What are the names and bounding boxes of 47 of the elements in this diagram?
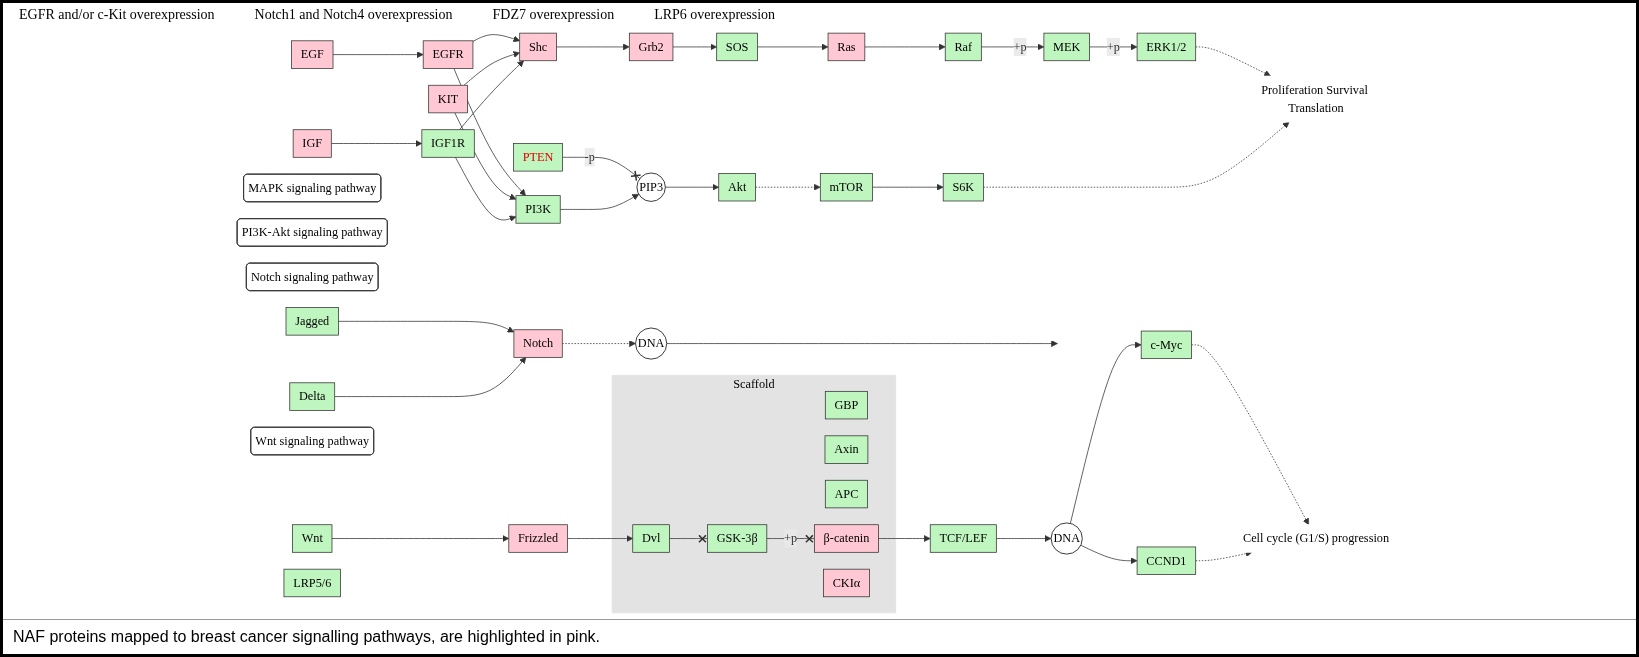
caption: NAF proteins mapped to breast cancer signalling pathways, are highlighted in pink.	[13, 628, 600, 645]
note-text: LRP6 overexpression	[654, 7, 776, 23]
node-box: Dvl	[632, 524, 670, 553]
node-box: Akt	[718, 173, 756, 202]
note-text: EGFR and/or c-Kit overexpression	[19, 7, 215, 23]
node-box: EGF	[291, 40, 334, 69]
node-box: Grb2	[628, 32, 674, 62]
node-box: c-Myc	[1140, 330, 1192, 360]
node-box: KIT	[428, 84, 468, 114]
note-text: FDZ7 overexpression	[492, 7, 615, 23]
node-circle: DNA	[635, 327, 668, 360]
node-box: β-catenin	[814, 524, 879, 553]
node-circle: DNA	[1050, 522, 1083, 555]
edge-label: +p	[1013, 40, 1027, 54]
node-box: Frizzled	[508, 524, 568, 553]
node-box: Shc	[519, 32, 557, 62]
node-box: Wnt	[292, 524, 333, 553]
node-box: EGFR	[422, 40, 474, 69]
node-box: Notch	[513, 329, 563, 358]
node-box: IGF	[292, 129, 332, 158]
node-box: IGF1R	[421, 129, 475, 158]
node-box: ERK1/2	[1136, 32, 1197, 62]
node-box: Jagged	[285, 307, 339, 336]
node-text: Cell cycle (G1/S) progression	[1242, 531, 1390, 545]
node-box: Axin	[824, 435, 869, 464]
node-box: MEK	[1043, 32, 1090, 62]
node-box: Raf	[944, 32, 982, 62]
node-box: CCND1	[1136, 546, 1197, 575]
node-circle: PIP3	[636, 172, 666, 202]
node-box: LRP5/6	[283, 568, 341, 598]
node-box: APC	[824, 479, 868, 509]
node-box: S6K	[942, 173, 984, 202]
node-box: Ras	[827, 32, 866, 62]
edge-label: -p	[584, 150, 595, 164]
node-box: SOS	[716, 32, 758, 62]
note-text: Notch1 and Notch4 overexpression	[254, 7, 453, 23]
node-box: CKIα	[823, 568, 870, 598]
node-box: GSK-3β	[707, 524, 768, 553]
node-box: PTEN	[513, 143, 563, 172]
node-box: mTOR	[819, 173, 873, 202]
node-box: GBP	[824, 390, 868, 420]
node-box: TCF/LEF	[929, 524, 997, 553]
node-text: Proliferation Survival Translation	[1261, 82, 1368, 115]
edge-label: +p	[1106, 40, 1120, 54]
node-box: PI3K	[515, 195, 561, 224]
edge-label: +p	[784, 531, 798, 545]
node-box: Delta	[289, 382, 336, 411]
